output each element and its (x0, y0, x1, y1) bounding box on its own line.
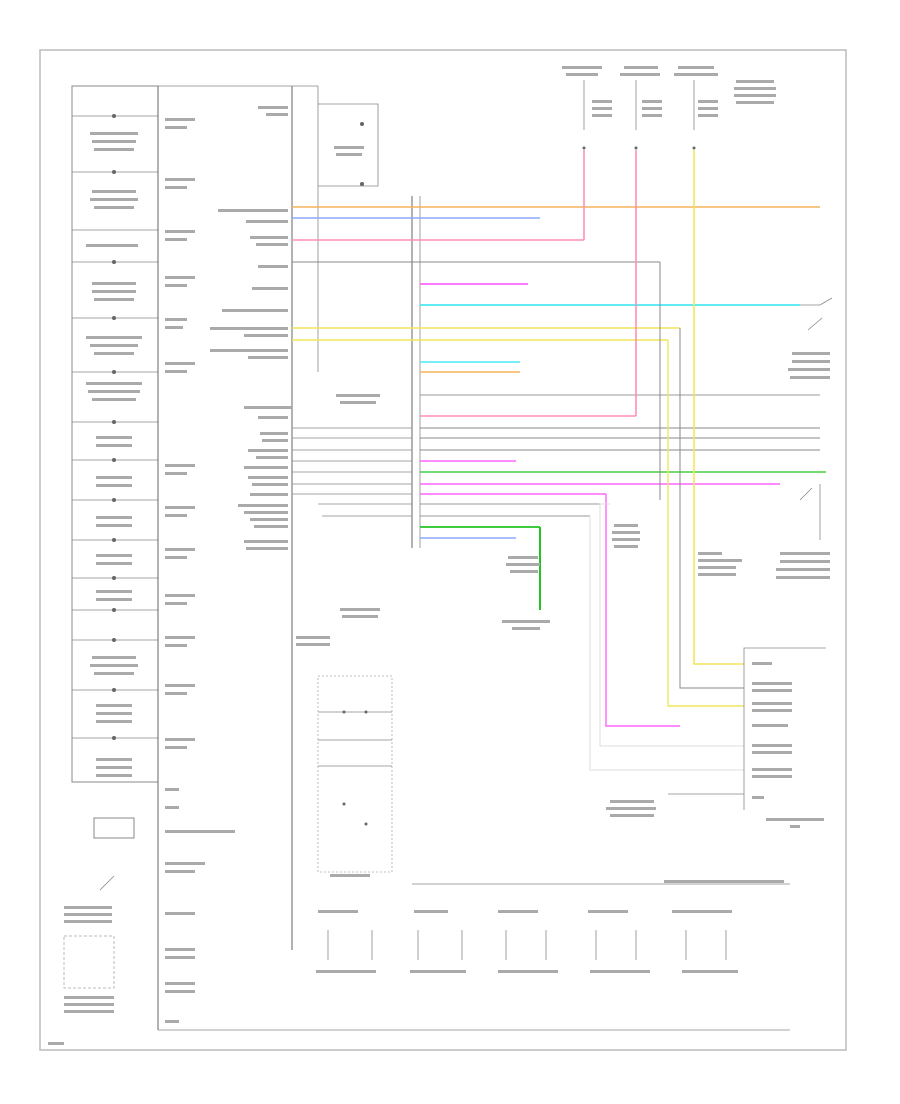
main-connector-block (411, 196, 421, 548)
brake-switch (788, 297, 833, 379)
indicator-bulb-icons (112, 114, 116, 740)
brake-fluid-switch (63, 817, 135, 1013)
electronic-brake-control-module (606, 647, 826, 828)
diagram-border (39, 49, 847, 1051)
harness-wires (292, 150, 826, 771)
fuse-labels-top (562, 66, 776, 117)
ebrake-switch (776, 484, 830, 579)
cluster-connector-column (157, 85, 790, 1031)
fuse-icons (582, 80, 696, 150)
gauge-row (316, 880, 790, 973)
indicator-label-marks (86, 132, 142, 777)
signal-name-labels (210, 209, 292, 550)
indicator-lamp-column (71, 85, 159, 783)
dimmer-switch-block (317, 675, 393, 877)
tach-module-box (258, 103, 379, 187)
indicator-rows (72, 115, 158, 739)
misc-labels (48, 394, 742, 1045)
